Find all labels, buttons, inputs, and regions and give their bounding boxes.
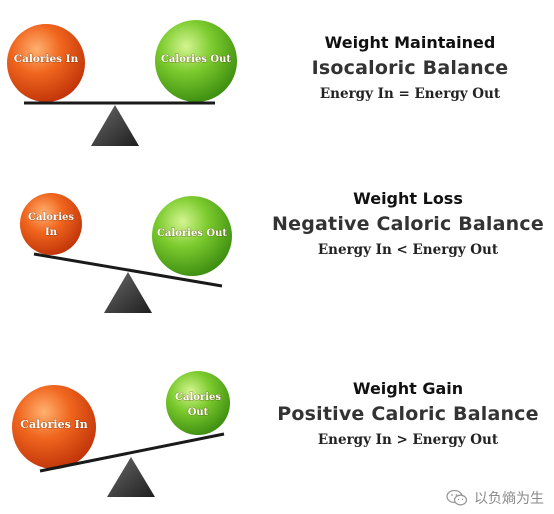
calories-out-ball bbox=[152, 196, 232, 276]
calories-in-ball bbox=[12, 385, 96, 469]
watermark: 以负熵为生 bbox=[446, 488, 544, 508]
calories-in-label: Calories In bbox=[20, 418, 88, 431]
fulcrum-triangle bbox=[91, 105, 139, 146]
panel-loss-text: Weight Loss Negative Caloric Balance Ene… bbox=[266, 188, 550, 262]
calories-out-ball bbox=[166, 371, 230, 435]
calories-in-label-line2: In bbox=[45, 227, 58, 238]
panel-heading: Weight Maintained bbox=[324, 33, 496, 52]
calories-in-ball bbox=[20, 193, 82, 255]
panel-gain-scale: Calories In Calories Out bbox=[12, 371, 230, 497]
panel-heading: Weight Gain bbox=[352, 379, 464, 398]
watermark-text: 以负熵为生 bbox=[474, 491, 544, 507]
panel-equation: Energy In > Energy Out bbox=[317, 432, 499, 448]
calories-out-ball bbox=[155, 20, 237, 102]
panel-equation: Energy In = Energy Out bbox=[319, 86, 501, 102]
panel-maintained-scale: Calories In Calories Out bbox=[7, 20, 237, 146]
calories-out-label: Calories Out bbox=[161, 54, 231, 65]
calories-out-label-line2: Out bbox=[188, 407, 209, 418]
calories-in-label: Calories In bbox=[14, 53, 79, 65]
panel-subheading: Negative Caloric Balance bbox=[272, 213, 544, 235]
fulcrum-triangle bbox=[104, 272, 152, 313]
panel-subheading: Positive Caloric Balance bbox=[277, 403, 539, 425]
panel-gain-text: Weight Gain Positive Caloric Balance Ene… bbox=[268, 378, 548, 452]
fulcrum-triangle bbox=[107, 457, 155, 497]
calories-in-label-line1: Calories bbox=[28, 212, 74, 223]
panel-equation: Energy In < Energy Out bbox=[317, 242, 499, 258]
wechat-icon bbox=[446, 489, 468, 506]
calories-out-label-line1: Calories bbox=[175, 392, 221, 403]
panel-loss-scale: Calories In Calories Out bbox=[20, 193, 232, 313]
calories-out-label: Calories Out bbox=[157, 228, 227, 239]
panel-subheading: Isocaloric Balance bbox=[311, 57, 509, 79]
panel-heading: Weight Loss bbox=[353, 189, 463, 208]
calories-in-ball bbox=[7, 24, 85, 102]
balance-beam bbox=[33, 252, 223, 288]
balance-beam bbox=[39, 432, 225, 473]
panel-maintained-text: Weight Maintained Isocaloric Balance Ene… bbox=[300, 32, 520, 106]
